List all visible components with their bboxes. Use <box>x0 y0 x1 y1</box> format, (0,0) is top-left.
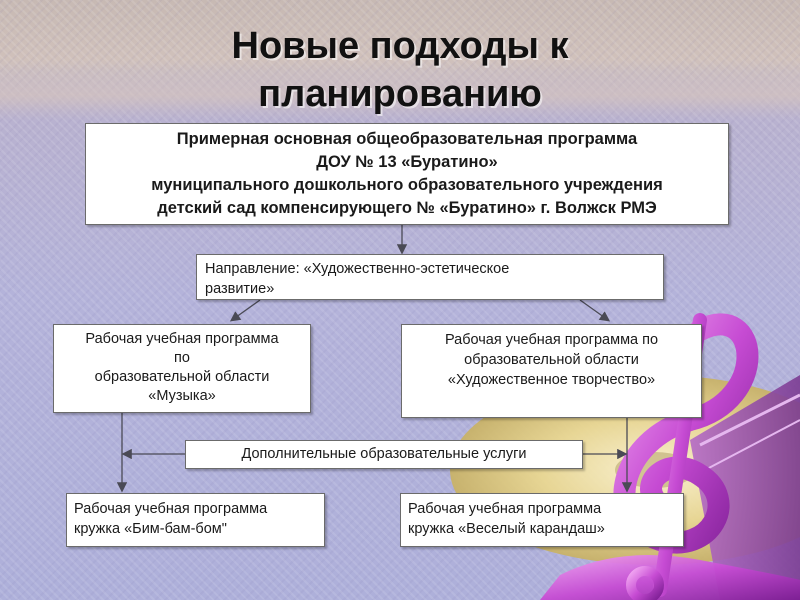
music-program-line: «Музыка» <box>148 388 216 404</box>
music-program-box: Рабочая учебная программа по образовател… <box>53 324 311 413</box>
slide-title: Новые подходы к планированию <box>130 22 670 118</box>
club-bim-line: кружка «Бим-бам-бом" <box>74 521 227 537</box>
main-program-box: Примерная основная общеобразовательная п… <box>85 123 729 225</box>
open-book-decoration-icon <box>690 375 800 600</box>
music-program-line: по <box>174 350 190 366</box>
club-pencil-line: Рабочая учебная программа <box>408 501 602 517</box>
club-bim-line: Рабочая учебная программа <box>74 501 268 517</box>
slide-title-line: Новые подходы к <box>231 25 569 67</box>
extra-services-label: Дополнительные образовательные услуги <box>241 446 527 462</box>
title-band <box>0 70 800 120</box>
club-bim-box: Рабочая учебная программа кружка «Бим-ба… <box>66 493 325 547</box>
direction-box: Направление: «Художественно-эстетическое… <box>196 254 664 300</box>
art-program-box: Рабочая учебная программа по образовател… <box>401 324 702 418</box>
main-program-line: Примерная основная общеобразовательная п… <box>176 130 638 148</box>
main-program-line: детский сад компенсирующего № «Буратино»… <box>157 199 657 217</box>
direction-line: развитие» <box>205 281 275 297</box>
direction-line: Направление: «Художественно-эстетическое <box>205 261 510 277</box>
art-program-line: образовательной области <box>464 352 639 368</box>
music-program-line: Рабочая учебная программа <box>85 331 279 347</box>
extra-services-box: Дополнительные образовательные услуги <box>185 440 583 469</box>
club-pencil-box: Рабочая учебная программа кружка «Веселы… <box>400 493 684 547</box>
art-program-line: «Художественное творчество» <box>447 372 656 388</box>
main-program-line: ДОУ № 13 «Буратино» <box>316 153 498 171</box>
music-program-line: образовательной области <box>94 369 270 385</box>
connector-direction-to-music <box>229 299 261 322</box>
art-program-line: Рабочая учебная программа по <box>444 332 659 348</box>
main-program-line: муниципального дошкольного образовательн… <box>151 176 663 194</box>
club-pencil-line: кружка «Веселый карандаш» <box>408 521 605 537</box>
connector-direction-to-art <box>579 299 611 322</box>
slide-title-line: планированию <box>258 73 542 115</box>
